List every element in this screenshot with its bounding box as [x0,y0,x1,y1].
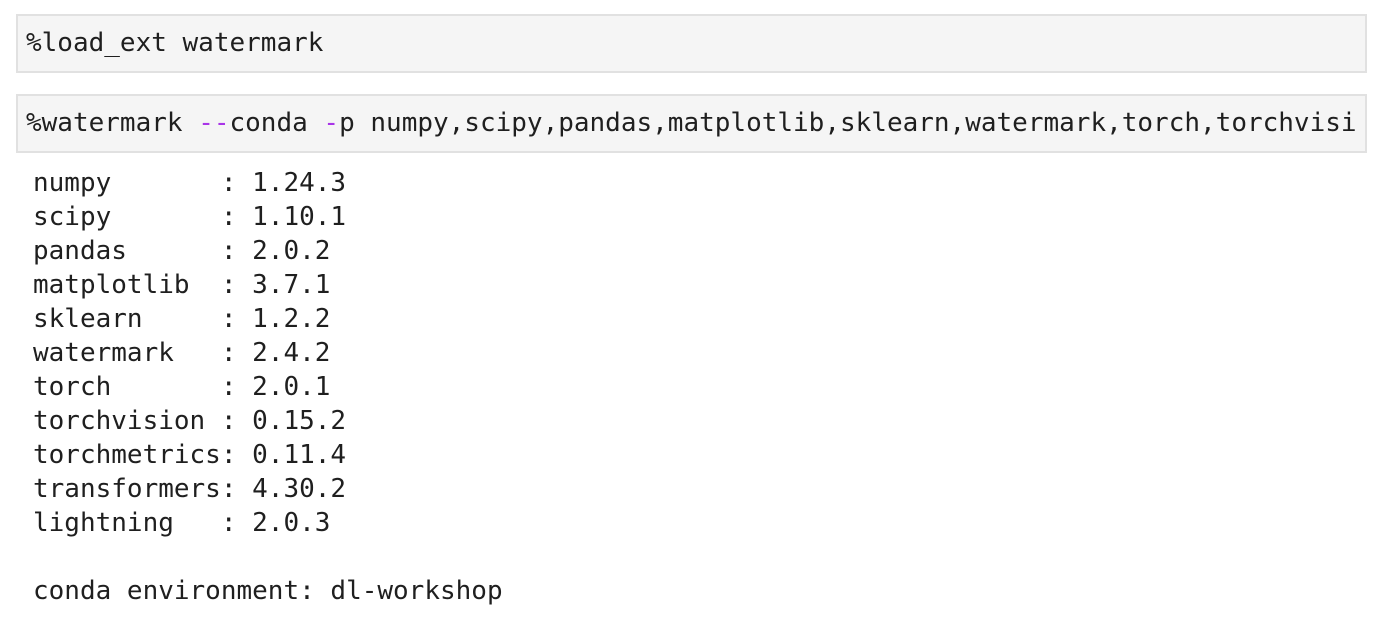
code-token-flag: - [323,108,340,138]
code-line: %load_ext watermark [26,29,1357,58]
code-token: p numpy,scipy,pandas,matplotlib,sklearn,… [339,108,1357,138]
code-token-flag: -- [198,108,230,138]
code-token: %watermark [26,108,199,138]
code-token: conda [229,108,324,138]
code-cell-load-ext[interactable]: %load_ext watermark [16,14,1367,73]
watermark-output-text: numpy : 1.24.3 scipy : 1.10.1 pandas : 2… [33,168,503,606]
notebook: %load_ext watermark %watermark --conda -… [16,14,1367,608]
code-line: %watermark --conda -p numpy,scipy,pandas… [26,109,1357,138]
code-cell-watermark-command[interactable]: %watermark --conda -p numpy,scipy,pandas… [16,94,1367,153]
code-token: %load_ext watermark [26,28,324,58]
cell-output-area: numpy : 1.24.3 scipy : 1.10.1 pandas : 2… [16,166,1367,608]
